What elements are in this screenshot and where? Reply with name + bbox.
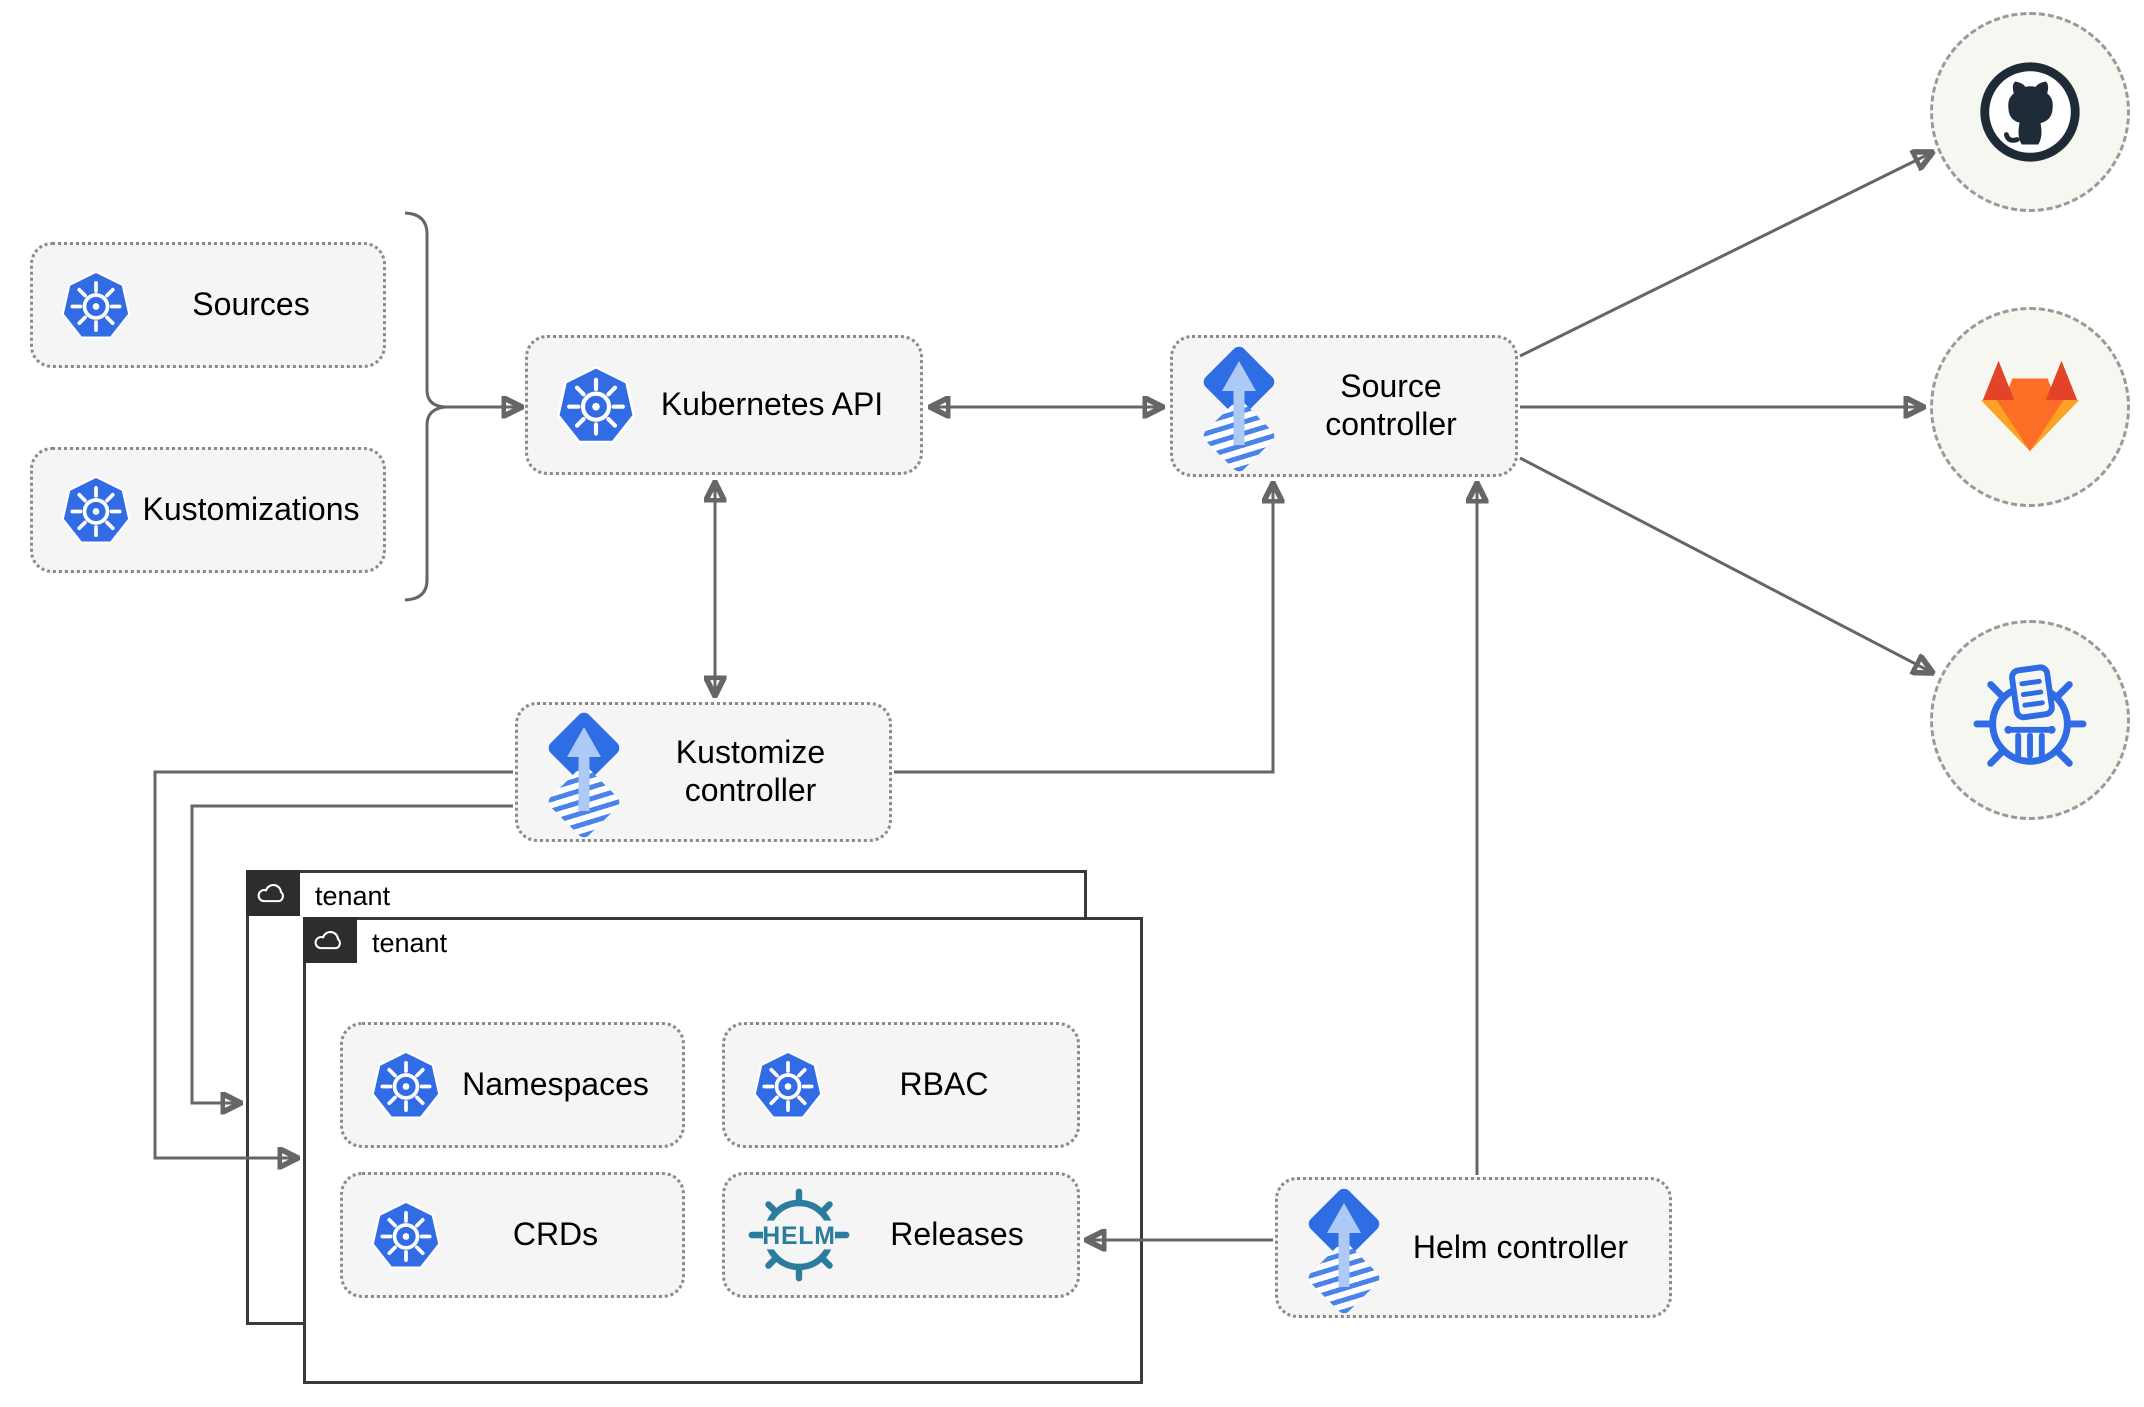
helm-icon: HELM (748, 1188, 850, 1282)
cloud-icon (312, 927, 348, 954)
flux-icon-arrow (1327, 1202, 1361, 1287)
node-sources-label: Sources (192, 286, 310, 323)
node-kustomizations: Kustomizations (30, 447, 386, 573)
node-releases-label: Releases (890, 1216, 1024, 1253)
arrow-source-to-helm-repository (1519, 456, 1933, 673)
kubernetes-icon (59, 268, 133, 342)
kubernetes-icon (554, 363, 638, 447)
arrow-kustomize-to-source-controller (894, 483, 1273, 774)
flux-icon (1302, 1185, 1386, 1316)
chart-repository-icon (1973, 664, 2087, 767)
kubernetes-icon (369, 1198, 443, 1272)
node-kustomizations-label: Kustomizations (142, 491, 360, 528)
node-crds-label: CRDs (512, 1216, 599, 1253)
tenant-outer-label: tenant (315, 881, 391, 911)
node-source-controller: Source controller (1170, 335, 1518, 477)
flux-icon (542, 709, 626, 841)
arrow-source-to-github (1519, 152, 1933, 358)
node-helm-controller-label: Helm controller (1412, 1228, 1629, 1265)
endpoint-gitlab (1930, 307, 2130, 507)
tenant-inner-label: tenant (372, 928, 448, 958)
node-kubernetes-api-label: Kubernetes API (660, 386, 884, 423)
node-crds: CRDs (340, 1172, 685, 1298)
node-sources: Sources (30, 242, 386, 368)
kubernetes-icon (369, 1048, 443, 1122)
node-kustomize-controller: Kustomize controller (515, 702, 892, 842)
node-kubernetes-api: Kubernetes API (525, 335, 923, 475)
endpoint-github (1930, 12, 2130, 212)
flux-icon-arrow (1222, 361, 1256, 445)
node-rbac-label: RBAC (899, 1066, 989, 1103)
endpoint-helm-repository (1930, 620, 2130, 820)
github-icon (1980, 62, 2080, 162)
kubernetes-icon (751, 1048, 825, 1122)
node-source-controller-label: Source controller (1325, 368, 1457, 442)
node-kustomize-controller-label: Kustomize controller (675, 734, 826, 808)
node-namespaces: Namespaces (340, 1022, 685, 1148)
node-rbac: RBAC (722, 1022, 1080, 1148)
flux-icon-arrow (567, 727, 601, 811)
tenant-outer-header (246, 870, 300, 916)
kubernetes-icon (59, 473, 133, 547)
node-helm-controller: Helm controller (1275, 1177, 1672, 1318)
helm-wordmark: HELM (762, 1223, 835, 1250)
tenant-inner-group: tenant (303, 917, 1143, 1384)
node-namespaces-label: Namespaces (462, 1066, 649, 1103)
node-releases: HELM Releases (722, 1172, 1080, 1298)
cloud-icon (255, 880, 291, 907)
flux-icon (1197, 343, 1281, 475)
gitlab-icon (1980, 360, 2080, 452)
tenant-inner-header (303, 917, 357, 963)
brace-shape (404, 211, 446, 602)
